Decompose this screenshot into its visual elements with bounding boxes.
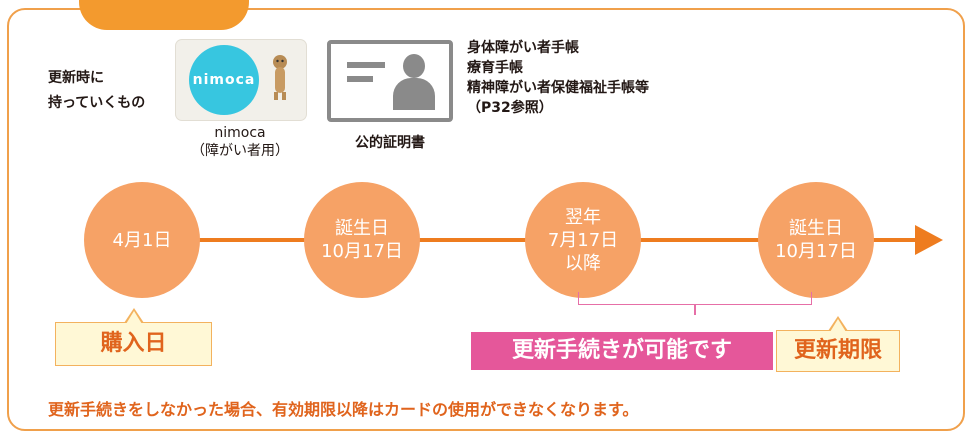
- header-bubble: [79, 0, 249, 30]
- timeline-node-birthday: 誕生日 10月17日: [304, 182, 420, 298]
- nimoca-card-caption: nimoca （障がい者用）: [191, 125, 289, 159]
- items-to-bring-label: 更新時に 持っていくもの: [48, 70, 146, 111]
- timeline-node-renewal-start: 翌年 7月17日 以降: [525, 182, 641, 298]
- document-item: 療育手帳: [467, 60, 523, 76]
- renewal-deadline-label: 更新期限: [776, 316, 900, 372]
- timeline-node-deadline: 誕生日 10月17日: [758, 182, 874, 298]
- document-list: 身体障がい者手帳 療育手帳 精神障がい者保健福祉手帳等 （P32参照）: [467, 38, 649, 118]
- expiry-note: 更新手続きをしなかった場合、有効期限以降はカードの使用ができなくなります。: [48, 400, 639, 419]
- nimoca-card-image: nimoca: [176, 40, 306, 120]
- document-item: 身体障がい者手帳: [467, 40, 579, 56]
- timeline-arrow-icon: [915, 225, 943, 255]
- ferret-mascot-icon: [273, 55, 287, 100]
- purchase-day-label: 購入日: [55, 308, 212, 366]
- timeline-node-purchase: 4月1日: [84, 182, 200, 298]
- id-card-icon: [327, 40, 453, 122]
- nimoca-logo: nimoca: [189, 45, 259, 115]
- id-card-caption: 公的証明書: [355, 135, 425, 151]
- document-item: 精神障がい者保健福祉手帳等: [467, 80, 649, 96]
- renewal-period-bracket: [578, 292, 812, 305]
- document-item: （P32参照）: [467, 100, 553, 116]
- timeline-line: [120, 238, 920, 242]
- renewal-possible-label: 更新手続きが可能です: [471, 332, 773, 370]
